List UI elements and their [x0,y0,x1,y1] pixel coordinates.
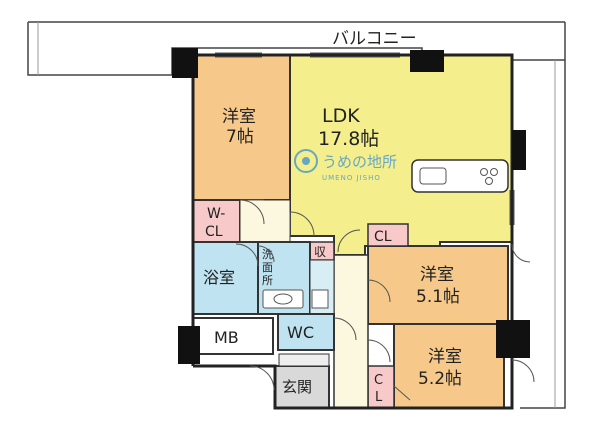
washroom-line1: 洗 [262,248,273,261]
mb-label: MB [214,328,239,347]
washroom-fixtures [262,289,329,309]
western-7-name: 洋室 [222,107,256,127]
watermark-name: うめの地所 [322,153,397,171]
balcony-label: バルコニー [332,29,417,49]
doors [235,199,535,401]
bath-label: 浴室 [203,268,235,287]
kitchen-counter [411,159,509,193]
ldk-size: 17.8帖 [318,128,379,150]
balcony [27,21,566,409]
washroom-line3: 所 [262,274,273,287]
western-52-name: 洋室 [428,347,462,367]
room-fills [192,54,513,409]
room-wc [277,313,335,351]
cl-bottom-line2: L [375,390,383,405]
outer-walls [191,53,514,410]
room-cl-top [367,223,409,247]
western-51-size: 5.1帖 [416,287,460,307]
watermark: うめの地所 UMENO JISHO [294,149,397,182]
entrance-step [278,353,330,367]
western-7-size: 7帖 [226,127,254,147]
room-western-52 [393,323,505,409]
cl-top-label: CL [374,229,392,245]
wcl-line1: W- [207,206,225,222]
ldk-name: LDK [322,105,360,127]
western-52-size: 5.2帖 [418,369,462,389]
watermark-romaji: UMENO JISHO [322,174,381,182]
wcl-line2: CL [205,224,223,240]
room-wcl [192,199,241,243]
western-51-name: 洋室 [420,265,454,285]
columns [172,48,530,364]
room-western-51 [367,245,509,325]
cl-bottom-line1: C [374,373,383,388]
washroom-line2: 面 [262,261,273,274]
watermark-logo-icon [294,149,318,173]
windows [215,52,515,225]
labels: バルコニー LDK 17.8帖 洋室 7帖 W- CL CL 収 洋室 5.1帖… [203,29,462,405]
room-western-7 [192,54,291,201]
room-corridor [333,254,369,409]
wc-label: WC [287,323,314,342]
storage-label: 収 [314,245,326,259]
entrance-label: 玄関 [282,378,312,396]
room-hall-small [239,199,291,243]
